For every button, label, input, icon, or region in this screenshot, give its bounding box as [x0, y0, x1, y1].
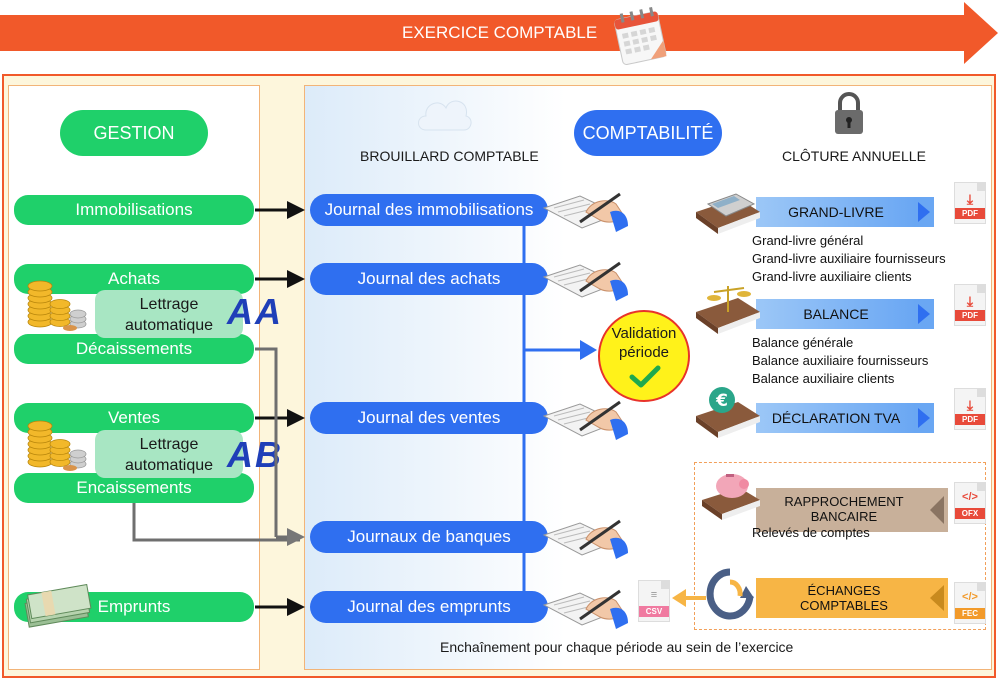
banknotes-icon	[24, 584, 92, 628]
writing-hand-icon	[542, 400, 628, 440]
bar-declaration-tva[interactable]: DÉCLARATION TVA	[756, 403, 916, 433]
pill-encaissements[interactable]: Encaissements	[14, 473, 254, 503]
file-type-label: PDF	[955, 414, 985, 425]
pill-immobilisations[interactable]: Immobilisations	[14, 195, 254, 225]
rapprochement-details: Relevés de comptes	[752, 524, 870, 542]
file-type-label: PDF	[955, 310, 985, 321]
detail-item: Grand-livre auxiliaire clients	[752, 269, 912, 284]
pill-ventes[interactable]: Ventes	[14, 403, 254, 433]
file-type-label: PDF	[955, 208, 985, 219]
journal-emprunts[interactable]: Journal des emprunts	[310, 591, 548, 623]
detail-item: Balance auxiliaire clients	[752, 371, 895, 386]
gestion-panel	[8, 85, 260, 670]
chevron-left-icon	[926, 578, 948, 618]
lettrage-ventes: Lettrage automatique	[95, 430, 243, 478]
bar-balance[interactable]: BALANCE	[756, 299, 916, 329]
brouillard-title: BROUILLARD COMPTABLE	[360, 148, 539, 164]
exercice-title: EXERCICE COMPTABLE	[402, 23, 598, 42]
pill-decaissements[interactable]: Décaissements	[14, 334, 254, 364]
badge-aa-first: A	[227, 291, 253, 332]
footer-note: Enchaînement pour chaque période au sein…	[440, 639, 794, 655]
lettrage-achats: Lettrage automatique	[95, 290, 243, 338]
file-type-label: OFX	[955, 508, 985, 519]
writing-hand-icon	[542, 589, 628, 629]
csv-file-icon: ≡CSV	[638, 580, 670, 622]
echanges-line2: COMPTABLES	[800, 598, 888, 613]
cloud-icon	[418, 100, 472, 131]
journal-achats[interactable]: Journal des achats	[310, 263, 548, 295]
dashed-box	[694, 462, 986, 630]
lettrage-line2: automatique	[124, 457, 214, 474]
validation-line1: Validation	[611, 325, 677, 342]
lettrage-line1: Lettrage	[139, 436, 199, 453]
writing-hand-icon	[542, 519, 628, 559]
balance-details: Balance générale Balance auxiliaire four…	[752, 334, 928, 388]
gestion-title: GESTION	[60, 110, 208, 156]
rapprochement-line2: BANCAIRE	[810, 509, 878, 524]
journal-ventes[interactable]: Journal des ventes	[310, 402, 548, 434]
svg-text:€: €	[715, 391, 728, 411]
lettrage-line2: automatique	[124, 317, 214, 334]
piggy-bank-book-icon	[702, 474, 760, 520]
euro-book-icon: €	[696, 387, 760, 438]
lettrage-line1: Lettrage	[139, 296, 199, 313]
file-type-label: CSV	[639, 606, 669, 617]
grand-livre-details: Grand-livre général Grand-livre auxiliai…	[752, 232, 946, 286]
pdf-file-icon: ⤓PDF	[954, 182, 986, 224]
bar-grand-livre[interactable]: GRAND-LIVRE	[756, 197, 916, 227]
comptabilite-title: COMPTABILITÉ	[574, 110, 722, 156]
chevron-left-icon	[926, 488, 948, 532]
badge-aa-second: A	[255, 291, 281, 332]
exchange-icon	[706, 568, 754, 620]
pdf-file-icon: ⤓PDF	[954, 388, 986, 430]
badge-ab-first: A	[227, 434, 253, 475]
rapprochement-line1: RAPPROCHEMENT	[784, 494, 904, 509]
scale-book-icon	[696, 286, 760, 334]
writing-hand-icon	[542, 261, 628, 301]
journal-immobilisations[interactable]: Journal des immobilisations	[310, 194, 548, 226]
validation-circle	[598, 310, 690, 402]
detail-item: Balance auxiliaire fournisseurs	[752, 353, 929, 368]
echanges-line1: ÉCHANGES	[807, 583, 881, 598]
pdf-file-icon: ⤓PDF	[954, 284, 986, 326]
journal-banques[interactable]: Journaux de banques	[310, 521, 548, 553]
padlock-icon	[835, 92, 863, 134]
writing-hand-icon	[542, 192, 628, 232]
calendar-icon	[614, 7, 667, 66]
chevron-right-icon	[914, 403, 934, 433]
chevron-right-icon	[914, 197, 934, 227]
chevron-right-icon	[914, 299, 934, 329]
coins-icon	[27, 280, 87, 331]
coins-icon	[27, 420, 87, 471]
detail-item: Grand-livre général	[752, 233, 864, 248]
detail-item: Balance générale	[752, 335, 854, 350]
detail-item: Relevés de comptes	[752, 525, 870, 540]
calculator-book-icon	[696, 193, 760, 234]
detail-item: Grand-livre auxiliaire fournisseurs	[752, 251, 946, 266]
check-icon	[629, 365, 661, 388]
exercice-arrow	[0, 2, 998, 64]
validation-line2: période	[618, 344, 670, 361]
pill-achats[interactable]: Achats	[14, 264, 254, 294]
cloture-title: CLÔTURE ANNUELLE	[782, 148, 926, 164]
ofx-file-icon: </>OFX	[954, 482, 986, 524]
fec-file-icon: </>FEC	[954, 582, 986, 624]
file-type-label: FEC	[955, 608, 985, 619]
bar-rapprochement[interactable]: RAPPROCHEMENT BANCAIRE	[756, 488, 932, 532]
bar-echanges[interactable]: ÉCHANGES COMPTABLES	[756, 578, 932, 618]
